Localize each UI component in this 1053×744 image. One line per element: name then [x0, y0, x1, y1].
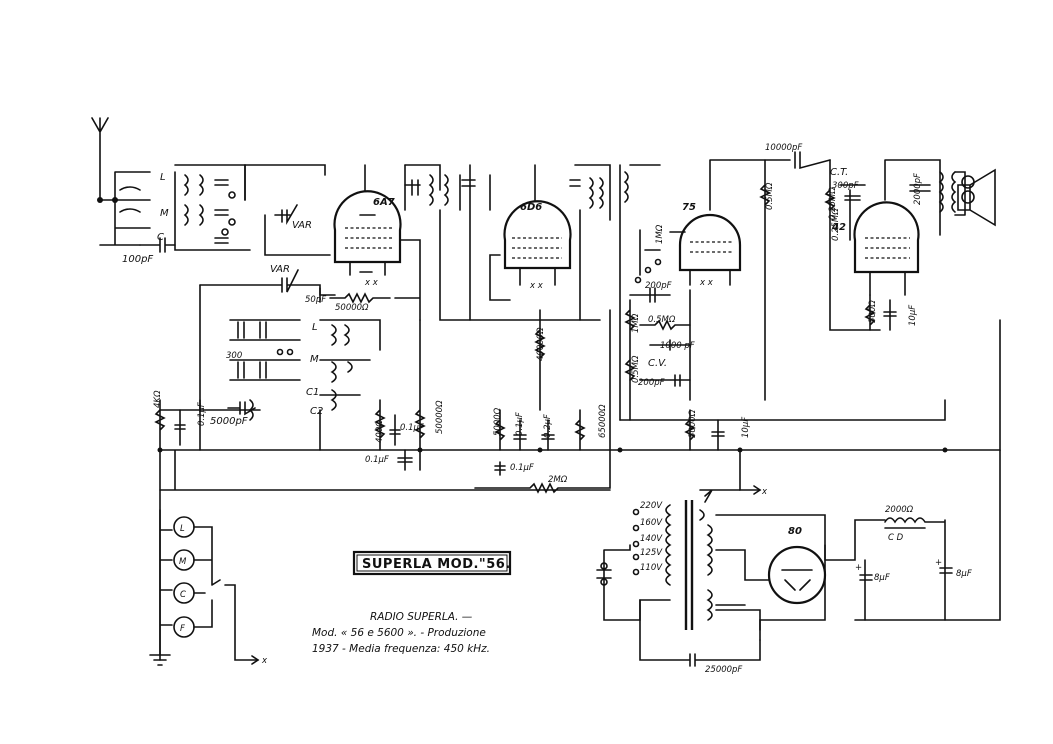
resistor-50000-label: 50000Ω	[335, 303, 369, 313]
osc-band-l: L	[312, 322, 318, 333]
tuning-section: VAR VAR 50pF 50000Ω 300 5000pF L M C1 C2	[199, 164, 391, 451]
resistor-1m-label: 1MΩ	[631, 313, 641, 333]
tube-label-6d6: 6D6	[520, 202, 542, 213]
switch-l: L	[180, 524, 185, 534]
tube-6a7-heater: x x	[364, 278, 379, 288]
tube-75-heater: x x	[699, 278, 714, 288]
tube-42: 0.25MΩ C.T. 300pF 0.25MΩ 42 2000pF 500Ω …	[824, 159, 996, 331]
model-title: SUPERLA MOD."56.	[362, 557, 511, 572]
bus-lines: 4KΩ 0.1μF	[153, 319, 1001, 661]
tube-label-42: 42	[831, 222, 846, 233]
antenna-symbol	[91, 117, 109, 201]
speaker-icon	[957, 168, 996, 227]
band-label-m: M	[160, 208, 169, 219]
cap-02-label: 0.2μF	[543, 414, 553, 438]
var-cap-label-2: VAR	[270, 264, 290, 275]
band-label-c: C	[157, 232, 164, 243]
caption-line-3: 1937 - Media frequenza: 450 kHz.	[312, 643, 490, 655]
cap-8a-label: 8μF	[874, 573, 890, 583]
resistor-5000-label: 5000Ω	[493, 407, 503, 436]
cap-01e-label: 0.1μF	[197, 402, 207, 426]
rectifier-80-tube	[767, 545, 827, 605]
tube-75: 10000pF 75 x x 0.5MΩ 5000Ω 10μF	[669, 143, 831, 451]
cap-5000-label: 5000pF	[210, 416, 248, 427]
osc-band-c1: C1	[306, 387, 319, 398]
bias-network-1: 400Ω 0.1μF 50000Ω 0.1μF	[365, 319, 445, 471]
var-cap-label-1: VAR	[292, 220, 312, 231]
cap-8b-plus: +	[935, 558, 942, 568]
tube-6a7: 6A7 x x	[333, 164, 421, 321]
cap-1000-label: 1000 pF	[660, 341, 695, 351]
resistor-400-label: 400Ω	[375, 420, 385, 443]
cap-300pf-label: 300pF	[832, 181, 859, 191]
resistor-50000b-label: 50000Ω	[435, 400, 445, 434]
detector-network: 1MΩ 200pF 1MΩ 0.5MΩ 1000 pF C.V. 200pF 0…	[619, 164, 695, 421]
cap-2000pf-label: 2000pF	[913, 173, 923, 205]
antenna-cap-label: 100pF	[122, 254, 153, 265]
resistor-025a-label: 0.25MΩ	[828, 187, 838, 220]
resistor-500-label: 500Ω	[868, 300, 878, 323]
resistor-05m3-label: 0.5MΩ	[765, 182, 775, 210]
title-plate: SUPERLA MOD."56.	[352, 550, 512, 576]
caption-block: RADIO SUPERLA. — Mod. « 56 e 5600 ». - P…	[312, 611, 490, 655]
if-transformer-1	[404, 164, 601, 321]
cap-25000-label: 25000pF	[705, 665, 742, 675]
tube-label-75: 75	[682, 202, 696, 213]
resistor-05m-label: 0.5MΩ	[648, 315, 676, 325]
switch-m: M	[179, 557, 187, 567]
resistor-40000-label: 40000Ω	[536, 327, 546, 361]
cap-10b-label: 10μF	[908, 305, 918, 326]
cv-label: C.V.	[648, 358, 667, 369]
tube-label-6a7: 6A7	[373, 197, 395, 208]
voltage-160: 160V	[640, 518, 663, 528]
cap-8a-plus: +	[855, 563, 862, 573]
label-vertical-1: 1MΩ	[655, 224, 665, 244]
cap-50pf-label: 50pF	[305, 295, 326, 305]
cap-01c-label: 0.1μF	[515, 412, 525, 436]
choke-2000-label: 2000Ω	[885, 505, 914, 515]
tube-6d6-heater: x x	[529, 281, 544, 291]
switch-out-x: x	[261, 656, 268, 666]
band-label-l: L	[160, 172, 166, 183]
cap-10000-label: 10000pF	[765, 143, 802, 153]
osc-band-m: M	[310, 354, 319, 365]
caption-line-1: RADIO SUPERLA. —	[370, 611, 473, 623]
ct-label: C.T.	[830, 167, 848, 178]
resistor-65000-label: 65000Ω	[598, 404, 608, 438]
voltage-110: 110V	[640, 563, 663, 573]
resistor-5000b-label: 5000Ω	[688, 409, 698, 438]
cap-10-label: 10μF	[741, 417, 751, 438]
cap-01b-label: 0.1μF	[365, 455, 389, 465]
cap-300-label: 300	[226, 351, 242, 361]
ps-out-x: x	[761, 487, 768, 497]
cap-200b-label: 200pF	[638, 378, 665, 388]
tube-6d6: 6D6 x x	[489, 164, 611, 321]
switch-c: C	[180, 590, 186, 600]
cap-8b-label: 8μF	[956, 569, 972, 579]
resistor-025b-label: 0.25MΩ	[831, 208, 841, 241]
antenna-section: 100pF L M C	[91, 117, 251, 265]
ground-icon	[149, 654, 171, 666]
choke-cd-label: C D	[888, 533, 904, 543]
bias-network-2: 40000Ω 5000Ω 0.1μF 0.2μF 65000Ω 0.1μF 2M…	[474, 309, 611, 494]
tube-label-80: 80	[788, 526, 802, 537]
band-switch: L M C F x	[149, 509, 268, 666]
caption-line-2: Mod. « 56 e 5600 ». - Produzione	[312, 627, 486, 639]
cap-200a-label: 200pF	[645, 281, 672, 291]
cap-01-label: 0.1μF	[400, 423, 424, 433]
switch-f: F	[180, 624, 185, 634]
resistor-2m-label: 2MΩ	[548, 475, 568, 485]
resistor-4k-label: 4KΩ	[153, 390, 163, 408]
voltage-220: 220V	[640, 501, 663, 511]
voltage-140: 140V	[640, 534, 663, 544]
power-supply: x 220V 160V 140V 125V 110V 80 2000Ω C D …	[596, 449, 1001, 675]
voltage-125: 125V	[640, 548, 663, 558]
resistor-05m2-label: 0.5MΩ	[631, 355, 641, 383]
cap-01d-label: 0.1μF	[510, 463, 534, 473]
osc-band-c2: C2	[310, 406, 323, 417]
